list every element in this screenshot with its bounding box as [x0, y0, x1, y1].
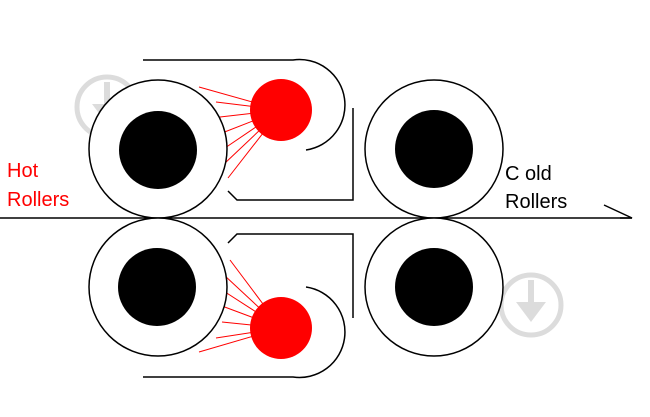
upper-hot-shroud [143, 58, 346, 151]
material-arrow [603, 204, 633, 219]
lower-hot-shroud-inner [227, 233, 354, 318]
lower-heater [250, 297, 312, 359]
lower-cold-roller-core [395, 248, 473, 326]
upper-cold-roller-core [395, 110, 473, 188]
lower-hot-roller-core [118, 248, 196, 326]
lower-hot-shroud [143, 286, 346, 379]
hot-rollers-label-line1: Hot [7, 160, 39, 182]
upper-hot-roller-core [119, 111, 197, 189]
cold-rollers-label-line2: Rollers [505, 191, 567, 213]
cold-rollers-label-line1: C old [505, 163, 552, 185]
hot-rollers-label-line2: Rollers [7, 189, 69, 211]
download-watermark-icon [498, 272, 564, 338]
upper-hot-shroud-inner [227, 108, 354, 201]
upper-heater [250, 79, 312, 141]
